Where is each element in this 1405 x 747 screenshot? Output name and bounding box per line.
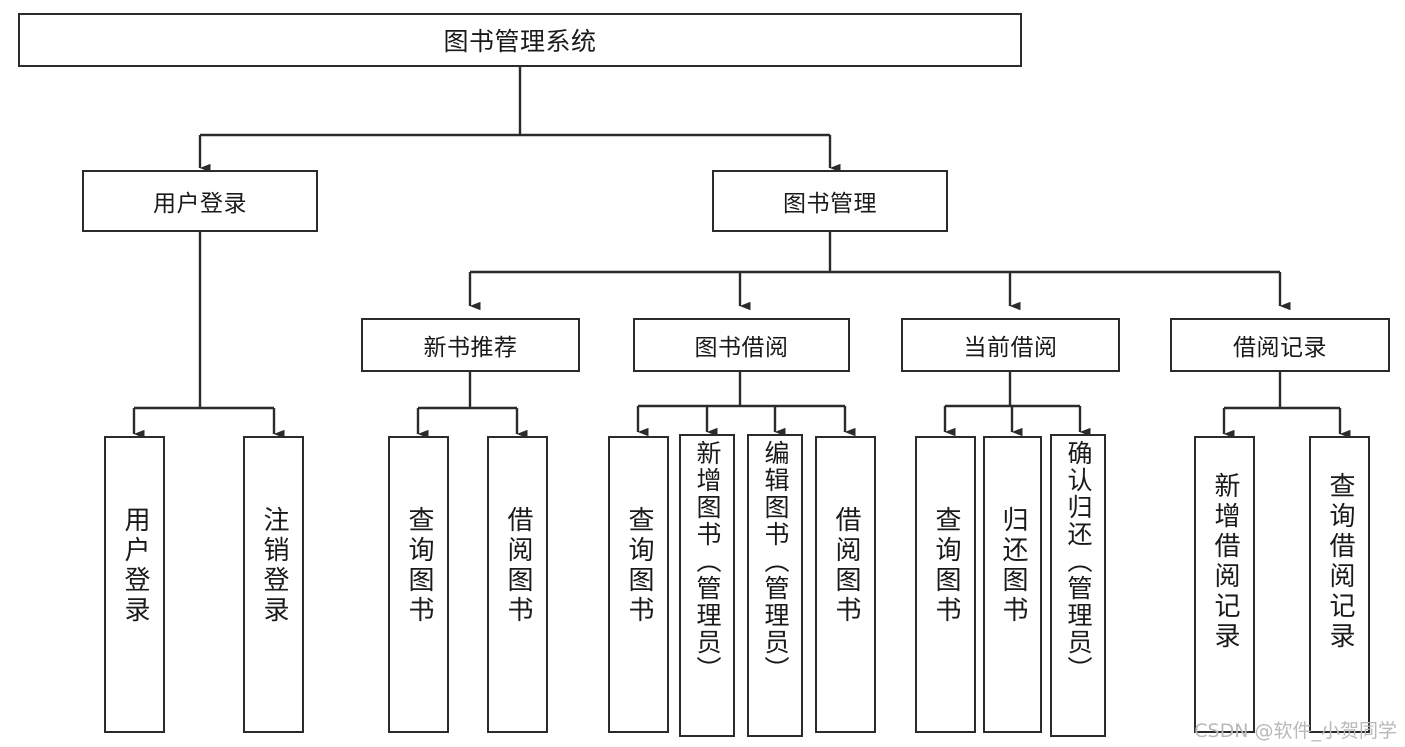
node-label: 图书管理 bbox=[783, 191, 877, 217]
leaf-add-borrow-record[interactable]: 新增借阅记录 bbox=[1194, 436, 1255, 733]
leaf-user-login[interactable]: 用户登录 bbox=[104, 436, 165, 733]
leaf-query-borrow-record[interactable]: 查询借阅记录 bbox=[1309, 436, 1370, 733]
leaf-query-book-recommend[interactable]: 查询图书 bbox=[388, 436, 449, 733]
node-book-borrow[interactable]: 图书借阅 bbox=[633, 318, 850, 372]
node-label: 新增借阅记录 bbox=[1210, 472, 1241, 652]
leaf-query-book-current[interactable]: 查询图书 bbox=[915, 436, 976, 733]
leaf-logout-login[interactable]: 注销登录 bbox=[243, 436, 304, 733]
node-label: 新书推荐 bbox=[423, 335, 518, 361]
node-label: 借阅记录 bbox=[1233, 335, 1327, 361]
node-label: 借阅图书 bbox=[831, 506, 862, 626]
node-root-system[interactable]: 图书管理系统 bbox=[18, 13, 1022, 67]
leaf-borrow-book-recommend[interactable]: 借阅图书 bbox=[487, 436, 548, 733]
leaf-confirm-return-admin[interactable]: 确认归还（管理员） bbox=[1050, 434, 1106, 737]
node-current-borrow[interactable]: 当前借阅 bbox=[901, 318, 1120, 372]
node-label: 查询借阅记录 bbox=[1325, 472, 1356, 652]
node-book-management[interactable]: 图书管理 bbox=[712, 170, 948, 232]
leaf-borrow-book-action[interactable]: 借阅图书 bbox=[815, 436, 876, 733]
leaf-query-book-borrow[interactable]: 查询图书 bbox=[608, 436, 669, 733]
leaf-add-book-admin[interactable]: 新增图书（管理员） bbox=[679, 434, 735, 737]
node-label: 图书管理系统 bbox=[443, 27, 597, 56]
node-label: 新增图书（管理员） bbox=[693, 440, 722, 683]
node-label: 查询图书 bbox=[404, 506, 435, 626]
watermark-text: CSDN @软件_小贺同学 bbox=[1194, 720, 1397, 742]
node-user-login[interactable]: 用户登录 bbox=[82, 170, 318, 232]
node-label: 确认归还（管理员） bbox=[1064, 440, 1093, 683]
node-label: 编辑图书（管理员） bbox=[761, 440, 790, 683]
leaf-edit-book-admin[interactable]: 编辑图书（管理员） bbox=[747, 434, 803, 737]
node-label: 用户登录 bbox=[153, 191, 247, 217]
leaf-return-book[interactable]: 归还图书 bbox=[983, 436, 1042, 733]
node-label: 当前借阅 bbox=[963, 335, 1058, 361]
node-label: 查询图书 bbox=[931, 506, 962, 626]
node-label: 查询图书 bbox=[624, 506, 655, 626]
node-label: 注销登录 bbox=[259, 506, 290, 626]
node-label: 用户登录 bbox=[120, 506, 151, 626]
node-borrow-record[interactable]: 借阅记录 bbox=[1170, 318, 1390, 372]
node-label: 图书借阅 bbox=[694, 335, 789, 361]
node-label: 归还图书 bbox=[998, 506, 1029, 626]
node-label: 借阅图书 bbox=[503, 506, 534, 626]
node-new-book-recommend[interactable]: 新书推荐 bbox=[361, 318, 580, 372]
